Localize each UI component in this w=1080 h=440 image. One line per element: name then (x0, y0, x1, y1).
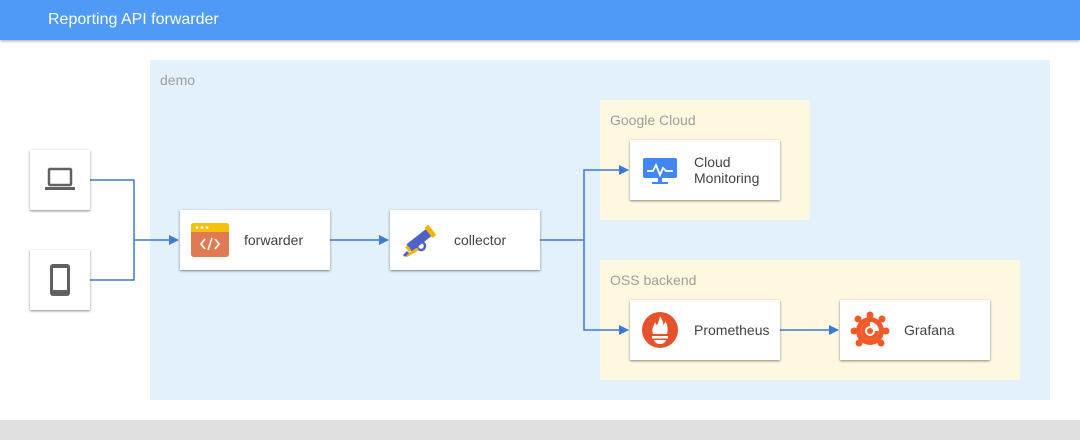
grafana-icon (850, 310, 890, 350)
footer-bar (0, 420, 1080, 440)
laptop-client[interactable] (30, 150, 90, 210)
laptop-icon (42, 162, 78, 198)
cloud-monitoring-label-line1: Cloud (694, 154, 731, 170)
app-header: Reporting API forwarder (0, 0, 1080, 40)
forwarder-node[interactable]: forwarder (180, 210, 330, 270)
connector-phone-to-forwarder (90, 240, 135, 281)
prometheus-label: Prometheus (694, 322, 770, 338)
cloud-monitoring-label-line2: Monitoring (694, 170, 760, 186)
forwarder-label: forwarder (244, 232, 304, 248)
cloud-monitoring-node[interactable]: Cloud Monitoring (630, 140, 780, 200)
prometheus-icon (640, 310, 680, 350)
phone-icon (42, 262, 78, 298)
zone-oss-backend-label: OSS backend (610, 272, 697, 288)
page-title: Reporting API forwarder (48, 11, 219, 28)
zone-google-cloud-label: Google Cloud (610, 112, 696, 128)
monitoring-icon (640, 150, 680, 190)
zone-demo-label: demo (160, 72, 196, 88)
prometheus-node[interactable]: Prometheus (630, 300, 780, 360)
grafana-label: Grafana (904, 322, 955, 338)
cloud-monitoring-label: Cloud Monitoring (694, 154, 759, 186)
collector-node[interactable]: collector (390, 210, 540, 270)
collector-label: collector (454, 232, 507, 248)
grafana-node[interactable]: Grafana (840, 300, 990, 360)
phone-client[interactable] (30, 250, 90, 310)
app-window-code-icon (190, 220, 230, 260)
telescope-icon (400, 220, 440, 260)
